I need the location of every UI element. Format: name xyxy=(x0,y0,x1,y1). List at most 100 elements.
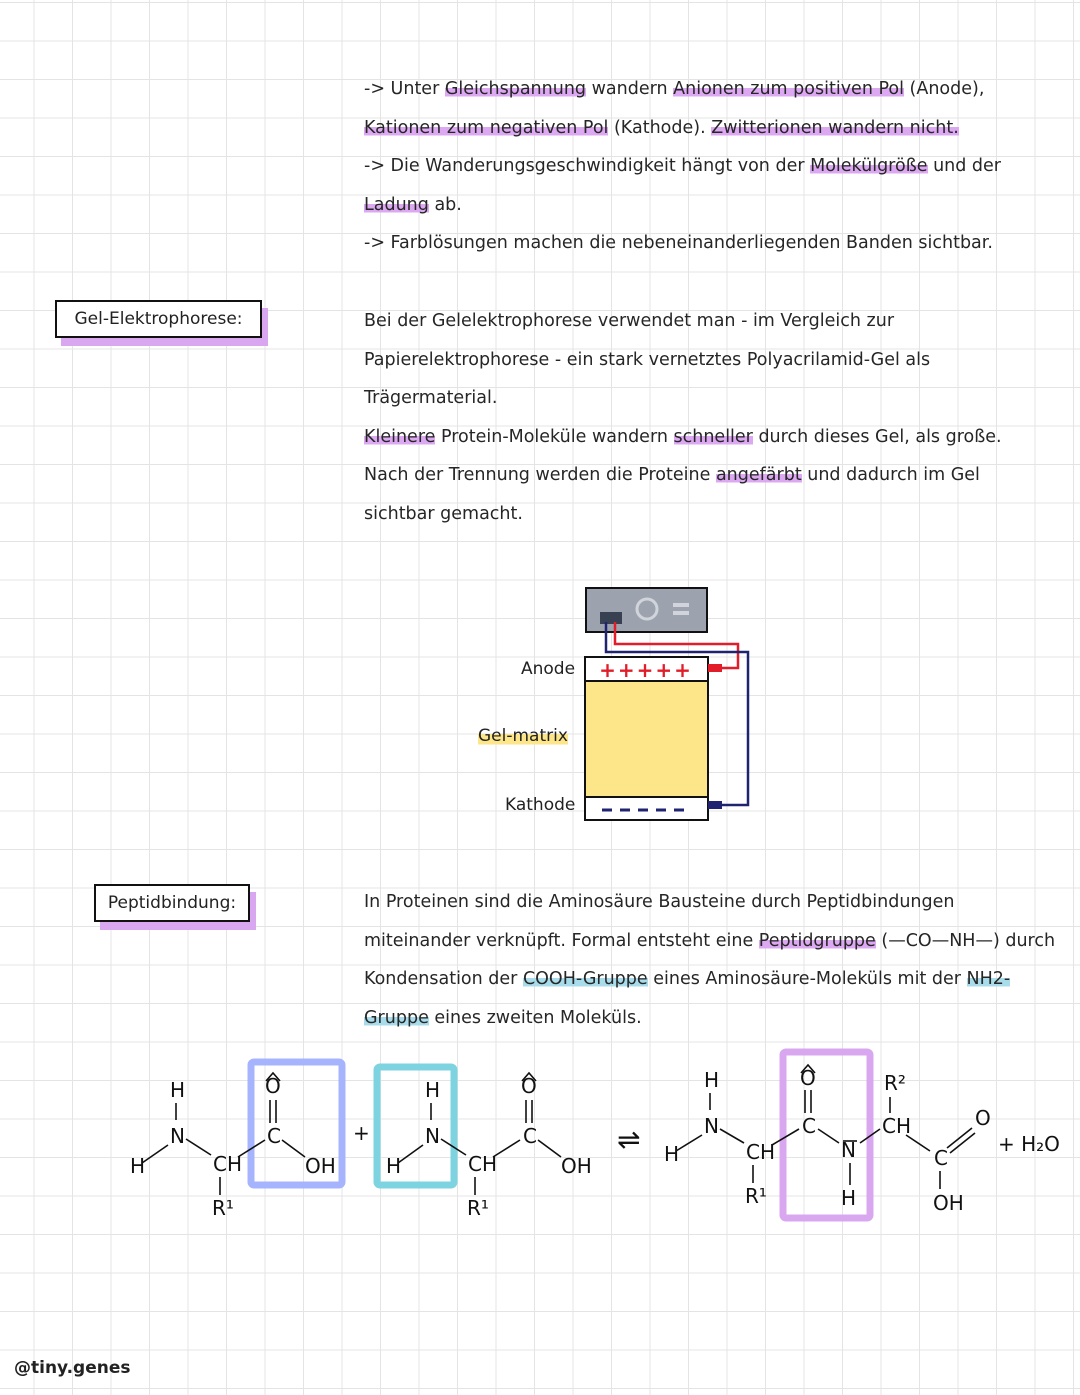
atom-ch: CH xyxy=(746,1140,775,1164)
text-segment: sichtbar gemacht. xyxy=(364,503,523,524)
cooh-group-box xyxy=(247,1058,346,1189)
highlighted-term: Gleichspannung xyxy=(444,79,587,99)
highlighted-term: Gruppe xyxy=(364,1007,429,1028)
author-handle: @tiny.genes xyxy=(14,1358,131,1378)
atom-o: O xyxy=(800,1066,816,1090)
highlighted-term: angefärbt xyxy=(715,465,802,486)
device-slot xyxy=(673,611,689,615)
atom-oh: OH xyxy=(561,1154,592,1178)
text-segment: (Anode), xyxy=(903,79,985,99)
atom-n: N xyxy=(704,1114,719,1138)
atom-h: H xyxy=(664,1142,679,1166)
plus-signs: +++++ xyxy=(599,658,693,682)
atom-c: C xyxy=(267,1124,281,1148)
highlighted-term: Ladung xyxy=(364,194,429,215)
text-segment: Kondensation der xyxy=(364,969,523,990)
text-line: miteinander verknüpft. Formal entsteht e… xyxy=(364,922,1056,961)
atom-o: O xyxy=(265,1074,281,1098)
atom-ch: CH xyxy=(468,1152,497,1176)
gel-matrix-label: Gel-matrix xyxy=(478,726,568,746)
residue-r1: R¹ xyxy=(467,1196,489,1220)
peptide-reaction-scheme: H N H CH R¹ C O OH + H N H CH R¹ C xyxy=(120,1045,1060,1235)
molecule-1-bonds xyxy=(141,1071,306,1195)
text-segment: wandern xyxy=(586,79,674,99)
molecule-2: H N H CH R¹ C O OH xyxy=(386,1074,592,1220)
text-line: -> Die Wanderungsgeschwindigkeit hängt v… xyxy=(364,147,1054,186)
atom-ch: CH xyxy=(882,1114,911,1138)
atom-c: C xyxy=(523,1124,537,1148)
gel-electrophoresis-label: Gel-Elektrophorese: xyxy=(55,300,262,338)
text-line: Kondensation der COOH-Gruppe eines Amino… xyxy=(364,960,1054,999)
text-line: sichtbar gemacht. xyxy=(364,495,1054,534)
nh2-group-box xyxy=(373,1063,458,1189)
text-segment: -> Unter xyxy=(364,79,445,99)
highlighted-term: Zwitterionen wandern nicht. xyxy=(711,117,959,138)
text-line: Kationen zum negativen Pol (Kathode). Zw… xyxy=(364,109,1054,148)
kathode-label: Kathode xyxy=(505,795,576,815)
atom-h: H xyxy=(704,1068,719,1092)
text-segment: eines Aminosäure-Moleküls mit der xyxy=(647,969,967,990)
text-segment: und dadurch im Gel xyxy=(801,465,980,486)
text-segment: -> Die Wanderungsgeschwindigkeit hängt v… xyxy=(364,156,811,177)
text-segment: (Kathode). xyxy=(608,117,712,138)
atom-oh: OH xyxy=(933,1191,964,1215)
residue-r1: R¹ xyxy=(212,1196,234,1220)
molecule-2-bonds xyxy=(397,1071,562,1195)
text-segment: (—CO—NH—) durch xyxy=(875,930,1056,951)
text-line: Trägermaterial. xyxy=(364,379,1054,418)
atom-h: H xyxy=(425,1078,440,1102)
anode-terminal xyxy=(708,664,722,672)
text-line: In Proteinen sind die Aminosäure Baustei… xyxy=(364,883,1054,922)
highlighted-term: Molekülgröße xyxy=(810,156,928,177)
gel-label-text: Gel-Elektrophorese: xyxy=(74,309,243,329)
highlighted-term: COOH-Gruppe xyxy=(522,969,648,990)
text-segment: Nach der Trennung werden die Proteine xyxy=(364,465,716,486)
dipeptide-bonds xyxy=(675,1063,976,1189)
plus-sign: + xyxy=(353,1121,370,1145)
text-line: -> Unter Gleichspannung wandern Anionen … xyxy=(364,70,1054,109)
peptide-paragraph: In Proteinen sind die Aminosäure Baustei… xyxy=(364,883,1056,1038)
text-segment: -> Farblösungen machen die nebeneinander… xyxy=(364,233,993,254)
text-segment: Papierelektrophorese - ein stark vernetz… xyxy=(364,349,931,370)
text-segment: Bei der Gelelektrophorese verwendet man … xyxy=(364,311,895,331)
power-supply-device xyxy=(585,587,708,633)
atom-o: O xyxy=(975,1106,991,1130)
gel-paragraph: Bei der Gelelektrophorese verwendet man … xyxy=(364,302,1054,534)
highlighted-term: Kationen zum negativen Pol xyxy=(364,117,609,138)
gel-electrophoresis-diagram: +++++ xyxy=(470,580,770,830)
peptide-label-text: Peptidbindung: xyxy=(107,893,237,913)
reaction-svg: H N H CH R¹ C O OH + H N H CH R¹ C xyxy=(130,1048,1060,1222)
text-line: Gruppe eines zweiten Moleküls. xyxy=(364,999,1054,1038)
highlighted-term: Kleinere xyxy=(364,426,436,447)
power-socket xyxy=(600,612,622,624)
atom-n: N xyxy=(425,1124,440,1148)
power-knob-icon xyxy=(635,597,659,621)
text-line: -> Farblösungen machen die nebeneinander… xyxy=(364,224,1054,263)
atom-ch: CH xyxy=(213,1152,242,1176)
text-line: Nach der Trennung werden die Proteine an… xyxy=(364,456,1054,495)
text-segment: eines zweiten Moleküls. xyxy=(428,1007,642,1028)
anode-chamber xyxy=(584,656,709,682)
peptide-group-box xyxy=(779,1048,874,1222)
navy-wire xyxy=(604,622,750,807)
text-segment: miteinander verknüpft. Formal entsteht e… xyxy=(364,930,759,951)
text-segment: durch dieses Gel, als große. xyxy=(752,426,1002,447)
dipeptide: H N H CH R¹ C O N H R² CH C O OH + H₂O xyxy=(664,1066,1060,1215)
text-segment: In Proteinen sind die Aminosäure Baustei… xyxy=(364,892,955,912)
equilibrium-arrow: ⇌ xyxy=(617,1123,640,1156)
atom-h: H xyxy=(170,1078,185,1102)
atom-h: H xyxy=(130,1154,145,1178)
atom-n: N xyxy=(170,1124,185,1148)
text-line: Ladung ab. xyxy=(364,186,1054,225)
highlighted-term: Anionen zum positiven Pol xyxy=(673,79,904,99)
text-segment: Protein-Moleküle wandern xyxy=(435,426,674,447)
atom-n: N xyxy=(841,1138,856,1162)
residue-r2: R² xyxy=(884,1071,906,1095)
atom-c: C xyxy=(802,1114,816,1138)
molecule-1: H N H CH R¹ C O OH xyxy=(130,1074,336,1220)
device-slot xyxy=(673,603,689,607)
highlighted-term: Peptidgruppe xyxy=(758,930,876,951)
atom-c: C xyxy=(934,1146,948,1170)
highlighted-term: NH2- xyxy=(966,969,1011,990)
atom-h: H xyxy=(841,1186,856,1210)
